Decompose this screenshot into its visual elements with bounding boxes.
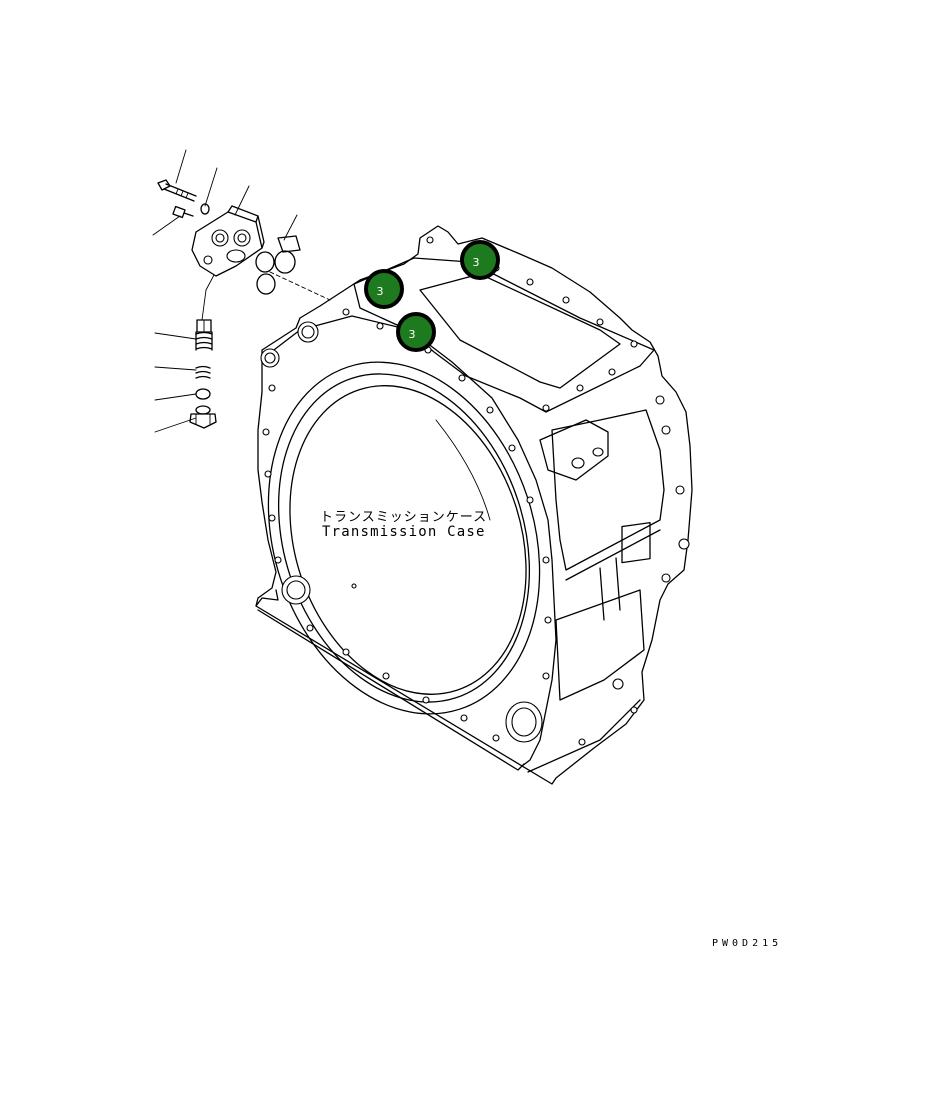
- callout-marker-3[interactable]: 3: [396, 312, 436, 352]
- valve-assembly: [157, 179, 331, 429]
- caption-english: Transmission Case: [322, 524, 486, 540]
- bolt-part: [157, 179, 197, 202]
- callout-markers: 3 3 3: [364, 240, 500, 352]
- callout-marker-1[interactable]: 3: [364, 269, 404, 309]
- caption-japanese: トランスミッションケース: [320, 510, 488, 525]
- plug-part: [189, 405, 217, 429]
- valve-body-part: [191, 205, 265, 321]
- o-ring-parts: [255, 235, 301, 295]
- seal-ring-part: [195, 388, 211, 400]
- callout-marker-1-label: 3: [377, 285, 384, 298]
- callout-marker-3-label: 3: [409, 328, 416, 341]
- transmission-case: [255, 225, 693, 785]
- leader-lines: [152, 149, 298, 433]
- washer-part: [200, 203, 210, 215]
- callout-marker-2-label: 3: [473, 256, 480, 269]
- bolt-holes: [262, 236, 690, 746]
- callout-marker-2[interactable]: 3: [460, 240, 500, 280]
- screw-part: [172, 205, 194, 219]
- small-spring-part: [195, 365, 211, 379]
- drawing-code: PW0D215: [712, 938, 783, 949]
- spring-part: [195, 319, 213, 351]
